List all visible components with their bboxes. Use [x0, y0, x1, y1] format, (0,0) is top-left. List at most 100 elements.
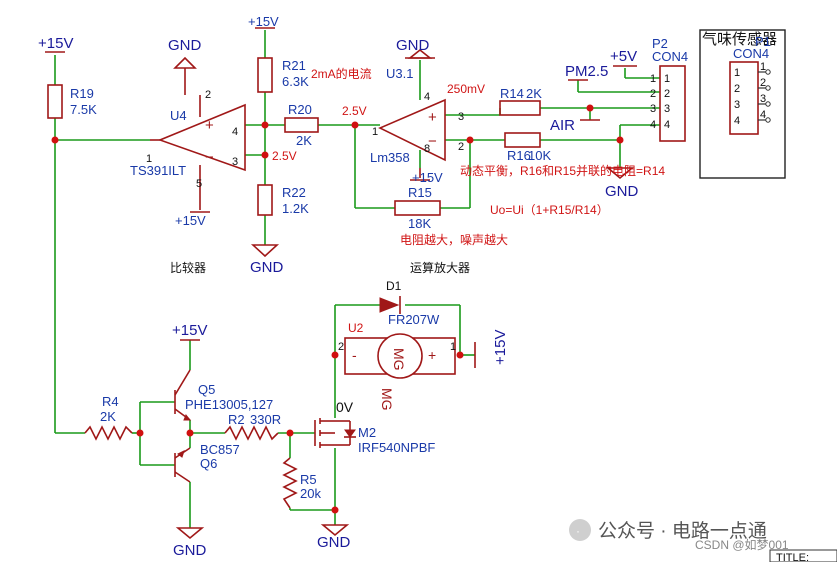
watermark-csdn: CSDN @如梦001	[695, 537, 789, 552]
p2-inner-2: 2	[664, 88, 670, 100]
r14-name: R14	[500, 86, 524, 101]
air-label: AIR	[550, 117, 575, 134]
u3-part: Lm358	[370, 150, 410, 165]
vcc-q5-label: +15V	[172, 322, 207, 339]
m2-part: IRF540NPBF	[358, 440, 435, 455]
p2-pin-3: 3	[650, 103, 656, 115]
vcc-5v-label: +5V	[610, 48, 637, 65]
u4-pin-5: 5	[196, 178, 202, 190]
p2-pin-4: 4	[650, 119, 656, 131]
u4-pin-4: 4	[232, 126, 238, 138]
u3-pin-2: 2	[458, 141, 464, 153]
p2-inner-1: 1	[664, 73, 670, 85]
r19-name: R19	[70, 86, 94, 101]
svg-text:+: +	[205, 117, 214, 134]
motor-pin-1: 1	[450, 341, 456, 353]
r15-name: R15	[408, 185, 432, 200]
p1-outer-3: 3	[760, 93, 766, 105]
gnd-p2-label: GND	[605, 183, 639, 200]
u4-name: U4	[170, 108, 187, 123]
motor-pin-2: 2	[338, 341, 344, 353]
motor-label: MG	[391, 348, 407, 371]
gain-formula: Uo=Ui（1+R15/R14）	[490, 203, 609, 217]
q6-part: BC857	[200, 442, 240, 457]
motor-plus: +	[428, 347, 436, 363]
svg-text:−: −	[205, 149, 214, 166]
u3-vcc-label: +15V	[412, 170, 443, 185]
r21-name: R21	[282, 58, 306, 73]
p1-pin-4: 4	[734, 115, 740, 127]
svg-text:+: +	[428, 109, 437, 126]
r16-value: 10K	[528, 148, 551, 163]
junctions	[51, 104, 624, 514]
u2-name: U2	[348, 321, 364, 335]
m2-name: M2	[358, 425, 376, 440]
noise-note: 电阻越大，噪声越大	[400, 233, 508, 247]
amp-caption: 运算放大器	[410, 260, 470, 275]
r5-name: R5	[300, 472, 317, 487]
gnd-q6-label: GND	[173, 542, 207, 559]
text-labels: +15V R19 7.5K GND U4 TS391ILT +15V 1 2 3…	[38, 14, 777, 559]
r2-value: 330R	[250, 412, 281, 427]
r19-value: 7.5K	[70, 102, 97, 117]
gnd-r22-label: GND	[250, 259, 284, 276]
p2-name: P2	[652, 36, 668, 51]
r20-name: R20	[288, 102, 312, 117]
p1-outer-2: 2	[760, 77, 766, 89]
u4-vcc-label: +15V	[175, 213, 206, 228]
p2-pin-1: 1	[650, 73, 656, 85]
vcc-left-label: +15V	[38, 35, 73, 52]
p2-part: CON4	[652, 49, 688, 64]
comparator-caption: 比较器	[170, 260, 206, 275]
r4-name: R4	[102, 394, 119, 409]
title-block	[769, 549, 837, 562]
r22-value: 1.2K	[282, 201, 309, 216]
wires	[54, 30, 660, 528]
net-2-5v-a: 2.5V	[342, 104, 367, 118]
p1-name: P1	[755, 34, 771, 49]
sensor-title: 气味传感器	[702, 31, 777, 48]
u4-pin-3: 3	[232, 156, 238, 168]
r15-value: 18K	[408, 216, 431, 231]
p2-pin-2: 2	[650, 88, 656, 100]
p1-outer-1: 1	[760, 61, 766, 73]
r14-value: 2K	[526, 86, 542, 101]
r4-value: 2K	[100, 409, 116, 424]
svg-text:−: −	[428, 133, 437, 150]
r21-value: 6.3K	[282, 74, 309, 89]
u3-pin-1: 1	[372, 126, 378, 138]
current-note: 2mA的电流	[311, 66, 372, 81]
p2-inner-3: 3	[664, 103, 670, 115]
u3-pin-3: 3	[458, 111, 464, 123]
p1-pin-3: 3	[734, 99, 740, 111]
vcc-motor-label: +15V	[492, 330, 509, 365]
u3-pin-8: 8	[424, 143, 430, 155]
d1-name: D1	[386, 279, 402, 293]
vcc-r21-label: +15V	[248, 14, 279, 29]
r22-name: R22	[282, 185, 306, 200]
title-block-label: TITLE:	[776, 552, 809, 562]
r2-name: R2	[228, 412, 245, 427]
p1-pin-1: 1	[734, 67, 740, 79]
motor-minus: -	[352, 347, 357, 363]
u4-pin-1: 1	[146, 153, 152, 165]
p1-pin-2: 2	[734, 83, 740, 95]
net-0v: 0V	[336, 399, 354, 415]
net-2-5v-b: 2.5V	[272, 149, 297, 163]
watermark-text: 公众号 · 电路一点通	[598, 520, 767, 542]
pm25-label: PM2.5	[565, 63, 608, 80]
r16-name: R16	[507, 148, 531, 163]
q6-name: Q6	[200, 456, 217, 471]
r20-value: 2K	[296, 133, 312, 148]
u4-pin-2: 2	[205, 89, 211, 101]
gnd-m2-label: GND	[317, 534, 351, 551]
p1-outer-4: 4	[760, 109, 766, 121]
p2-inner-4: 4	[664, 119, 670, 131]
motor-ref: MG	[379, 388, 395, 411]
d1-part: FR207W	[388, 312, 440, 327]
gnd-u3-label: GND	[396, 37, 430, 54]
watermark-icon: ·	[576, 524, 580, 538]
q5-name: Q5	[198, 382, 215, 397]
q5-part: PHE13005,127	[185, 397, 273, 412]
